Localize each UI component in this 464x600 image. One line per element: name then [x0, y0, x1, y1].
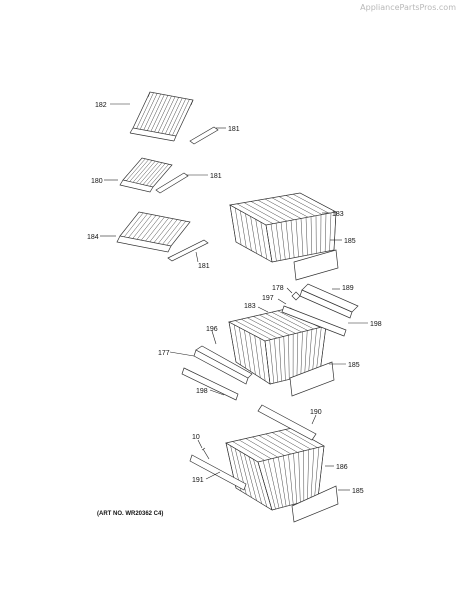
callout-177: 177 [158, 350, 170, 357]
callout-196: 196 [206, 326, 218, 333]
callout-184: 184 [87, 234, 99, 241]
callout-181-c: 181 [198, 263, 210, 270]
callout-191: 191 [192, 477, 204, 484]
rail-cover-198-lower[interactable] [181, 367, 239, 401]
slide-rail-196[interactable] [193, 345, 253, 385]
wire-shelf-180[interactable] [119, 157, 173, 193]
slide-rail-190[interactable] [257, 404, 317, 441]
leader-lines [100, 103, 368, 491]
slide-rail-189[interactable] [299, 283, 359, 319]
callout-183-a: 183 [332, 211, 344, 218]
rail-cover-197[interactable] [281, 305, 347, 337]
callout-183-b: 183 [244, 303, 256, 310]
callout-190: 190 [310, 409, 322, 416]
wire-basket-183-upper[interactable] [228, 192, 338, 263]
callout-189: 189 [342, 285, 354, 292]
callout-186: 186 [336, 464, 348, 471]
callout-185-b: 185 [348, 362, 360, 369]
wire-basket-183-middle[interactable] [228, 307, 328, 385]
basket-front-panel-185-upper[interactable] [293, 249, 339, 281]
callout-178: 178 [272, 285, 284, 292]
callout-10: 10 [192, 434, 200, 441]
callout-185-c: 185 [352, 488, 364, 495]
callout-180: 180 [91, 178, 103, 185]
callout-182: 182 [95, 102, 107, 109]
rail-bracket-178[interactable] [291, 291, 301, 301]
shelf-trim-181-b[interactable] [155, 172, 189, 194]
callout-198-a: 198 [370, 321, 382, 328]
wire-shelf-184[interactable] [116, 211, 191, 253]
slide-rail-191[interactable] [189, 454, 247, 491]
callout-197: 197 [262, 295, 274, 302]
callout-181-b: 181 [210, 173, 222, 180]
shelf-trim-181-a[interactable] [189, 126, 219, 145]
watermark: AppliancePartsPros.com [360, 3, 456, 12]
screw-10[interactable] [201, 447, 210, 460]
art-number: (ART NO. WR20362 C4) [97, 511, 164, 517]
callout-198-b: 198 [196, 388, 208, 395]
basket-front-panel-185-lower[interactable] [291, 485, 339, 523]
callout-185-a: 185 [344, 238, 356, 245]
callout-181-a: 181 [228, 126, 240, 133]
shelf-trim-181-c[interactable] [167, 239, 209, 262]
basket-front-panel-185-middle[interactable] [289, 361, 335, 397]
wire-shelf-182[interactable] [129, 91, 194, 142]
wire-basket-186[interactable] [225, 427, 325, 511]
